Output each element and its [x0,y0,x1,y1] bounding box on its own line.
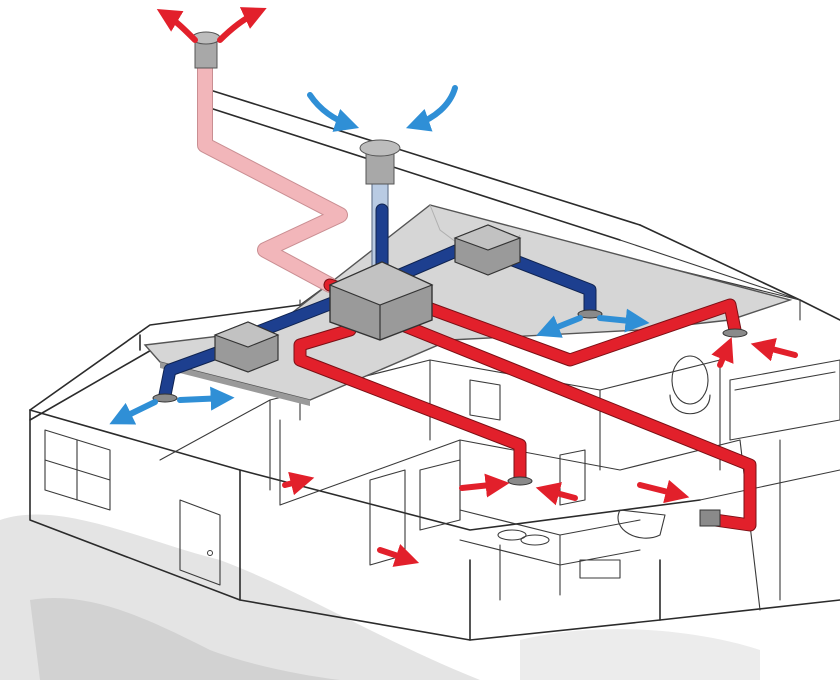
exhaust-duct [197,52,348,293]
kitchen-counters [419,459,641,601]
windows [44,379,586,586]
roof-exhaust-cowl-icon [191,31,221,69]
extract-ducts [293,278,757,532]
fresh-air-arrows [109,85,650,425]
ceiling-extract-vent-icon [507,328,748,527]
ceiling-supply-vent-icon [152,309,603,403]
mvhr-unit-icon [328,261,434,341]
bathroom-fixtures [617,355,840,539]
stale-air-arrows [156,7,798,567]
distribution-box-icon [213,224,522,373]
ground-shadow [0,514,760,680]
